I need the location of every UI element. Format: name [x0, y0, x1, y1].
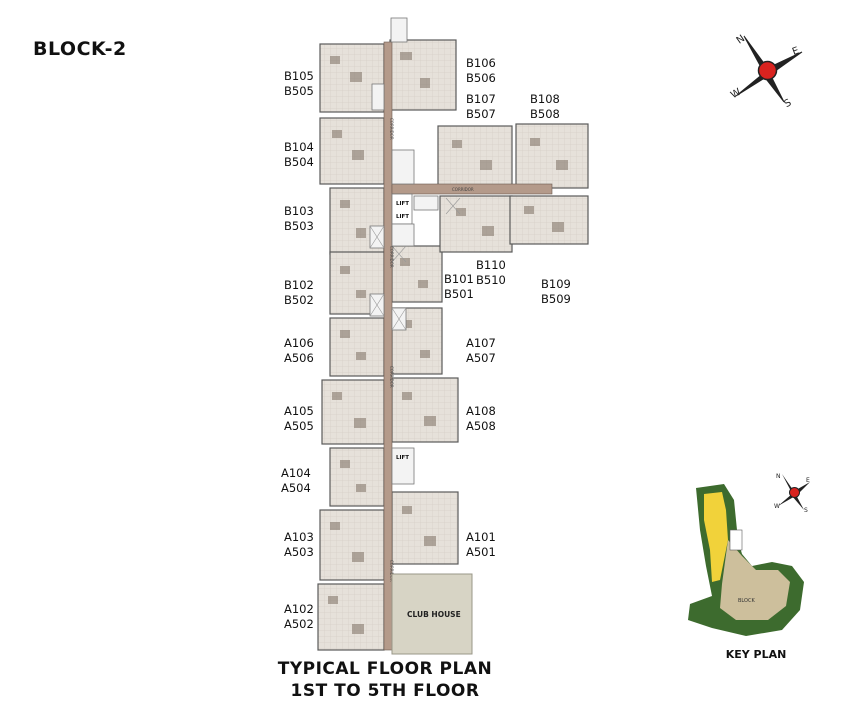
stair-mid	[391, 223, 415, 247]
key-compass-n: N	[776, 473, 781, 480]
key-plan-block	[720, 540, 790, 620]
apartment-b108	[515, 123, 589, 189]
corridor-label-3: CORRIDOR	[389, 366, 394, 388]
north-east-wing-apartments	[437, 123, 589, 253]
stair-east	[391, 149, 415, 185]
east-wing-apartments	[389, 39, 459, 565]
compass-w-letter: W	[729, 87, 743, 102]
key-plan-pool	[729, 529, 743, 551]
key-compass-s: S	[804, 507, 808, 514]
lift-south	[391, 447, 415, 485]
compass-rose: N E W S	[729, 33, 803, 110]
compass-center	[757, 60, 778, 81]
plan-title-line2: 1ST TO 5TH FLOOR	[290, 681, 480, 701]
key-compass-e: E	[806, 477, 810, 484]
east-corridor	[391, 183, 553, 195]
stair-b105	[371, 83, 385, 111]
furniture-marks	[328, 52, 568, 634]
stair-top	[390, 17, 408, 43]
block-title: BLOCK-2	[33, 38, 127, 60]
plan-title-line1: TYPICAL FLOOR PLAN	[277, 659, 493, 679]
corridor-label-4: CORRIDOR	[389, 560, 394, 582]
west-wing-apartments	[317, 43, 385, 651]
lift-label-2: LIFT	[396, 214, 409, 220]
key-plan-map: BLOCK	[688, 484, 804, 636]
main-corridor	[383, 41, 393, 651]
club-house-label: CLUB HOUSE	[407, 610, 461, 619]
apartment-b107	[437, 125, 513, 189]
apartment-a106	[329, 317, 385, 377]
apartment-a105	[321, 379, 385, 445]
corridor-label-2: CORRIDOR	[389, 246, 394, 268]
apartment-a102	[317, 583, 385, 651]
corridor-label-5: CORRIDOR	[452, 187, 474, 192]
club-house	[391, 573, 473, 655]
void-cross-marks	[369, 197, 461, 331]
lift-label-1: LIFT	[396, 201, 409, 207]
key-plan-highlight	[704, 492, 728, 582]
corridor-label-1: CORRIDOR	[389, 118, 394, 140]
lobby	[413, 195, 439, 211]
apartment-a104	[329, 447, 385, 507]
apartment-a103	[319, 509, 385, 581]
apartment-b109	[509, 195, 589, 245]
apartment-a101	[391, 491, 459, 565]
compass-e-letter: E	[791, 45, 801, 58]
apartment-b106	[389, 39, 457, 111]
key-plan-label: KEY PLAN	[725, 648, 787, 661]
apartment-a108	[391, 377, 459, 443]
compass-s-letter: S	[783, 97, 794, 110]
apartment-b110	[439, 195, 513, 253]
key-compass-w: W	[774, 503, 780, 510]
lift-label-3: LIFT	[396, 455, 409, 461]
key-plan-compass: N E W S	[774, 473, 810, 514]
key-plan-block-label: BLOCK	[738, 598, 755, 604]
